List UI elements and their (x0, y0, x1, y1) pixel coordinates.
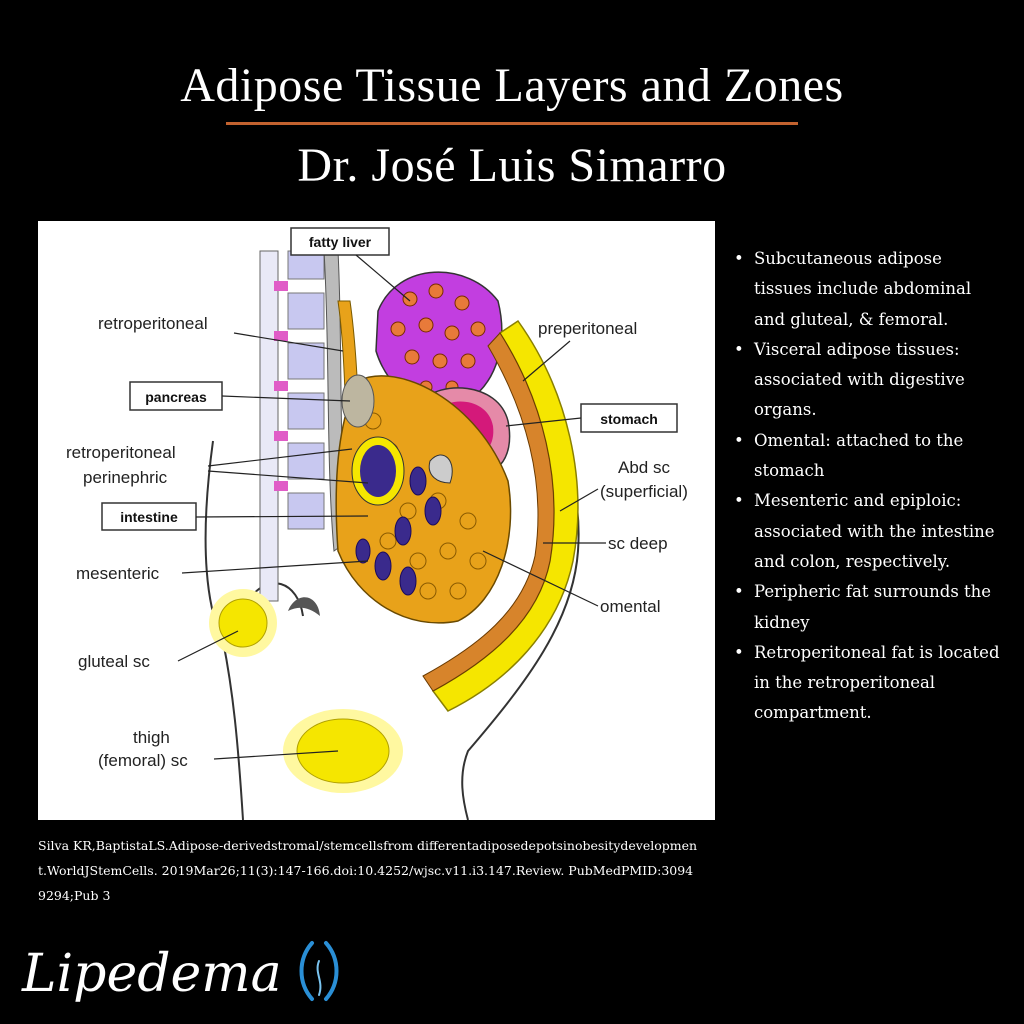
bullet-item: Retroperitoneal fat is located in the re… (732, 638, 1004, 729)
spine (259, 250, 349, 602)
lipedema-logo-icon (299, 941, 339, 1001)
bullet-list: Subcutaneous adipose tissues include abd… (732, 244, 1004, 729)
abdominal-subcutaneous-fat (422, 319, 579, 712)
anatomy-illustration: fatty liver pancreas intestine stomach r… (66, 227, 688, 820)
thigh-fat (283, 709, 403, 793)
author-name: Dr. José Luis Simarro (297, 139, 727, 192)
label-abd-sc-1: Abd sc (618, 458, 670, 477)
bullet-item: Subcutaneous adipose tissues include abd… (732, 244, 1004, 335)
page-title: Adipose Tissue Layers and Zones (180, 59, 844, 112)
bullet-item: Omental: attached to the stomach (732, 426, 1004, 487)
kidney (351, 436, 405, 506)
logo-text: Lipedema (21, 944, 282, 1004)
label-fatty-liver: fatty liver (309, 234, 372, 250)
label-sc-deep: sc deep (608, 534, 668, 553)
label-thigh-1: thigh (133, 728, 170, 747)
citation: Silva KR,BaptistaLS.Adipose-derivedstrom… (38, 838, 698, 903)
label-stomach: stomach (600, 411, 658, 427)
label-retroperitoneal-perinephric-2: perinephric (83, 468, 168, 487)
bullet-item: Visceral adipose tissues: associated wit… (732, 335, 1004, 426)
label-pancreas: pancreas (145, 389, 207, 405)
label-retroperitoneal-perinephric-1: retroperitoneal (66, 443, 176, 462)
label-thigh-2: (femoral) sc (98, 751, 188, 770)
label-mesenteric: mesenteric (76, 564, 160, 583)
bullet-item: Mesenteric and epiploic: associated with… (732, 486, 1004, 577)
label-preperitoneal: preperitoneal (538, 319, 637, 338)
adipose-diagram: fatty liver pancreas intestine stomach r… (38, 221, 715, 820)
title-divider (226, 122, 798, 125)
label-abd-sc-2: (superficial) (600, 482, 688, 501)
label-retroperitoneal: retroperitoneal (98, 314, 208, 333)
gluteal-fat (209, 589, 277, 657)
label-gluteal-sc: gluteal sc (78, 652, 150, 671)
label-omental: omental (600, 597, 660, 616)
label-intestine: intestine (120, 509, 178, 525)
bullet-item: Peripheric fat surrounds the kidney (732, 577, 1004, 638)
lipedema-logo: Lipedema (21, 941, 339, 1004)
